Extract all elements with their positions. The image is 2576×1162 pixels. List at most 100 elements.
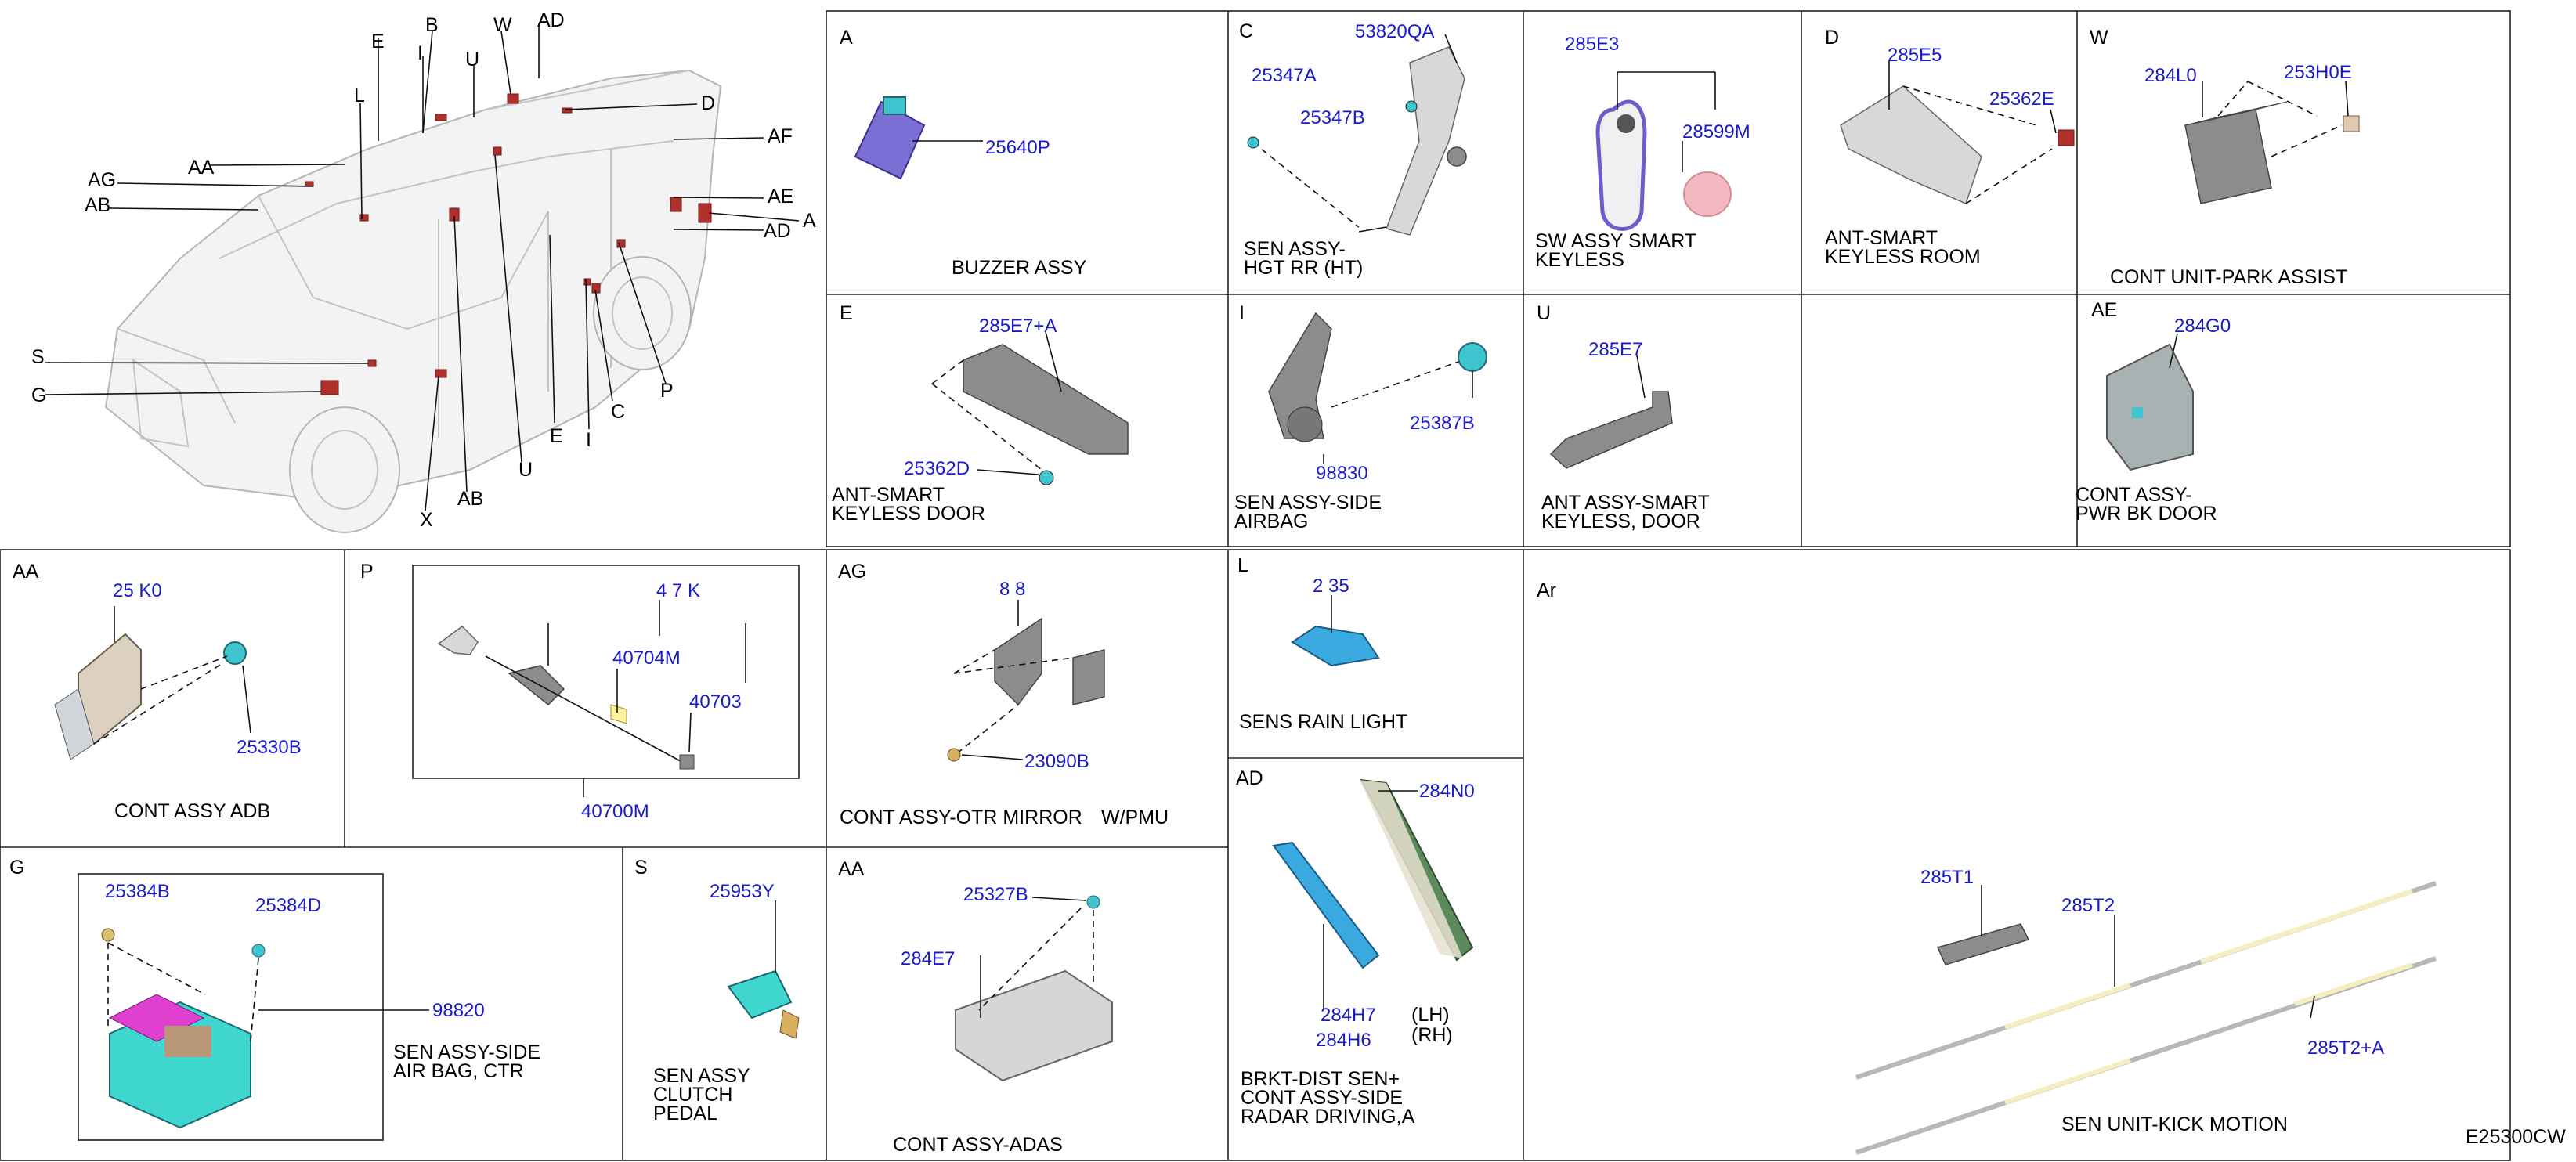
panel-letter: C [1239, 20, 1253, 42]
airbag-sensor-graphic [1268, 312, 1332, 439]
overview-callout-e: E [371, 31, 385, 52]
part-title: CONT ASSY- [2076, 484, 2192, 506]
part-title: SEN ASSY [653, 1065, 750, 1087]
buzzer-graphic [854, 100, 926, 180]
panel-letter: A [840, 27, 853, 49]
antenna-graphic [1840, 85, 1982, 205]
part-title: RADAR DRIVING,A [1241, 1106, 1415, 1128]
height-sensor-graphic [1386, 46, 1465, 236]
overview-callout-i-top: I [417, 42, 423, 64]
overview-callout-ad-side: AD [764, 220, 791, 242]
part-number: 284N0 [1419, 781, 1475, 802]
panel-grid [0, 10, 2511, 1161]
part-number: 285E7+A [979, 316, 1057, 337]
part-number: 53820QA [1355, 21, 1434, 42]
overview-callout-g: G [31, 384, 46, 406]
door-antenna-graphic [963, 344, 1129, 455]
hinge-bracket-graphic [437, 626, 479, 655]
part-number: 25327B [963, 884, 1028, 905]
part-number: 285T1 [1920, 867, 1974, 888]
panel-letter: Ar [1537, 579, 1556, 601]
overview-callout-s: S [31, 346, 45, 368]
park-assist-unit-graphic [2184, 109, 2272, 204]
part-title: SEN ASSY- [1244, 238, 1346, 260]
overview-callout-b: B [425, 14, 439, 36]
part-number: 285E3 [1565, 34, 1619, 55]
part-title: CONT ASSY-OTR MIRROR [840, 807, 1082, 828]
panel-cont-assy-adb: AA 25 K0 25330B CONT ASSY ADB [13, 561, 302, 822]
rain-sensor-graphic [1291, 625, 1380, 667]
panel-p-hinge: P 4 7 K 40704M 40703 40700M [360, 561, 800, 822]
part-number: 284H6 [1316, 1030, 1371, 1051]
panel-letter: AA [13, 561, 39, 583]
part-title: ANT-SMART [832, 484, 945, 506]
overview-callout-a: A [803, 210, 816, 232]
diagram-code: E25300CW [2466, 1126, 2566, 1148]
part-number: 98820 [432, 1000, 485, 1021]
panel-letter: AE [2091, 299, 2117, 321]
panel-sw-assy-smart-keyless: 285E3 28599M SW ASSY SMART KEYLESS [1535, 34, 1750, 271]
part-title: SENS RAIN LIGHT [1239, 711, 1407, 733]
part-number: 285E5 [1888, 45, 1942, 66]
panel-sen-unit-kick-motion: Ar 285T1 285T2 285T2+A SEN UNIT-KICK MOT… [1537, 579, 2437, 1155]
part-number: 25640P [985, 137, 1050, 158]
panel-letter: S [634, 857, 648, 879]
panel-letter: AD [1236, 767, 1263, 789]
part-title: KEYLESS DOOR [832, 503, 985, 525]
overview-callout-ad-top: AD [537, 9, 565, 31]
overview-callout-ae: AE [768, 186, 793, 208]
kick-sensor-unit-graphic [1936, 923, 2030, 965]
panel-ant-smart-keyless-door: E 285E7+A 25362D ANT-SMART KEYLESS DOOR [832, 302, 1129, 525]
part-number: 40704M [612, 648, 681, 669]
part-title: CONT UNIT-PARK ASSIST [2110, 266, 2347, 288]
part-number: 25362D [904, 458, 970, 479]
part-number: 98830 [1316, 463, 1368, 484]
part-number: 28599M [1682, 121, 1750, 143]
overview-callout-l: L [354, 85, 365, 106]
part-title: ANT-SMART [1825, 227, 1938, 249]
part-title: SEN UNIT-KICK MOTION [2061, 1113, 2288, 1135]
part-number: 40700M [581, 801, 649, 822]
overview-callout-af: AF [768, 125, 793, 147]
part-title: KEYLESS ROOM [1825, 246, 1981, 268]
door-ant-graphic [1549, 391, 1673, 469]
mirror-control-graphic [994, 617, 1042, 706]
part-number: 23090B [1024, 751, 1089, 772]
overview-callout-p: P [660, 380, 674, 402]
part-title: CONT ASSY-SIDE [1241, 1087, 1403, 1109]
part-number: 25953Y [710, 881, 775, 902]
part-title: SW ASSY SMART [1535, 230, 1696, 252]
part-number: 25347A [1252, 65, 1317, 86]
panel-ant-assy-smart-keyless-door: U 285E7 ANT ASSY-SMART KEYLESS, DOOR [1537, 302, 1710, 532]
panel-letter: P [360, 561, 374, 583]
part-title: CONT ASSY ADB [114, 800, 270, 822]
panel-letter: AA [838, 858, 865, 880]
part-title: CONT ASSY-ADAS [893, 1134, 1063, 1156]
radar-bracket-graphic [1272, 841, 1380, 969]
panel-letter: L [1237, 554, 1248, 576]
panel-sen-assy-clutch-pedal: S 25953Y SEN ASSY CLUTCH PEDAL [634, 857, 800, 1124]
part-title: PEDAL [653, 1102, 717, 1124]
part-number: 284G0 [2174, 316, 2231, 337]
overview-callout-x: X [420, 509, 433, 531]
panel-letter: U [1537, 302, 1551, 324]
panel-letter: D [1825, 27, 1839, 49]
part-number: 25384B [105, 881, 170, 902]
overview-callout-u-top: U [465, 49, 479, 70]
panel-side-radar-driving: AD 284N0 284H7 284H6 (LH) (RH) BRKT-DIST… [1236, 767, 1475, 1128]
panel-cont-unit-park-assist: W 284L0 253H0E CONT UNIT-PARK ASSIST [2090, 27, 2360, 288]
panel-sens-rain-light: L 2 35 SENS RAIN LIGHT [1237, 554, 1407, 733]
part-title: CLUTCH [653, 1084, 732, 1106]
part-number: 285T2 [2061, 895, 2115, 916]
part-number: 8 8 [999, 579, 1025, 600]
panel-cont-assy-pwr-bk-door: AE 284G0 CONT ASSY- PWR BK DOOR [2076, 299, 2231, 525]
part-title: HGT RR (HT) [1244, 257, 1363, 279]
overview-callout-c: C [611, 401, 625, 423]
side-label-lh: (LH) [1411, 1004, 1450, 1026]
overview-callout-w: W [493, 14, 512, 36]
part-number: 284L0 [2144, 65, 2197, 86]
battery-graphic [1683, 171, 1732, 217]
part-title: KEYLESS [1535, 249, 1624, 271]
panel-sen-assy-hgt: C 53820QA 25347A 25347B SEN ASSY- HGT RR… [1239, 20, 1467, 279]
side-label-rh: (RH) [1411, 1024, 1453, 1046]
